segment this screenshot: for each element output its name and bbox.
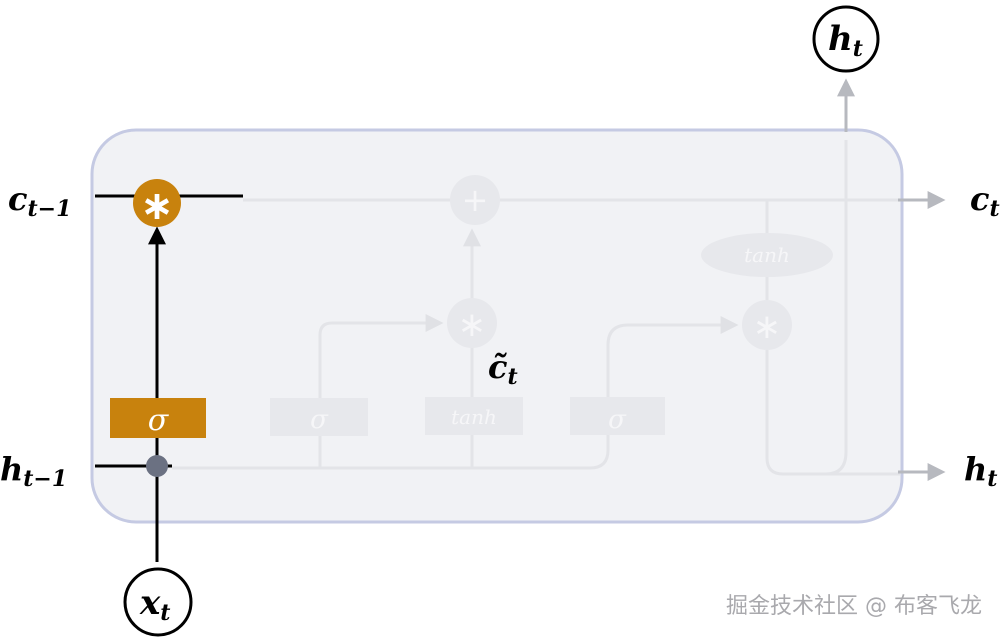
x-input-node <box>123 567 193 637</box>
forget-mult-op <box>133 179 181 227</box>
input-gate <box>270 398 368 436</box>
watermark: 掘金技术社区 @ 布客飞龙 <box>726 594 982 619</box>
c-tilde-label: c̃t <box>488 348 518 390</box>
cell-tanh-ellipse <box>701 233 833 277</box>
output-gate-label: σ <box>608 405 627 435</box>
candidate-gate <box>425 397 523 435</box>
forget-gate <box>110 398 206 438</box>
output-mult-symbol: ∗ <box>753 307 782 347</box>
h-output-top-label: ht <box>828 19 863 62</box>
x-input-label: xt <box>139 583 170 626</box>
h-output-node <box>812 5 880 73</box>
add-op <box>450 175 500 225</box>
input-mult-op <box>447 298 497 348</box>
input-gate-label: σ <box>310 405 329 435</box>
input-mult-symbol: ∗ <box>458 305 487 345</box>
c-prev-label: ct−1 <box>8 180 71 222</box>
forget-mult-symbol: ∗ <box>140 183 174 229</box>
inactive-gates: σ tanh σ tanh + ∗ ∗ <box>270 175 833 436</box>
h-out-right-label: ht <box>964 450 997 492</box>
h-prev-label: ht−1 <box>0 450 67 492</box>
candidate-gate-label: tanh <box>451 405 497 429</box>
cell-tanh-label: tanh <box>744 243 790 267</box>
input-junction <box>146 455 168 477</box>
forget-gate-label: σ <box>148 403 170 438</box>
c-out-label: ct <box>970 180 1000 222</box>
output-mult-op <box>742 300 792 350</box>
add-op-symbol: + <box>462 181 489 219</box>
output-gate <box>570 397 665 435</box>
output-arrows <box>837 78 946 481</box>
